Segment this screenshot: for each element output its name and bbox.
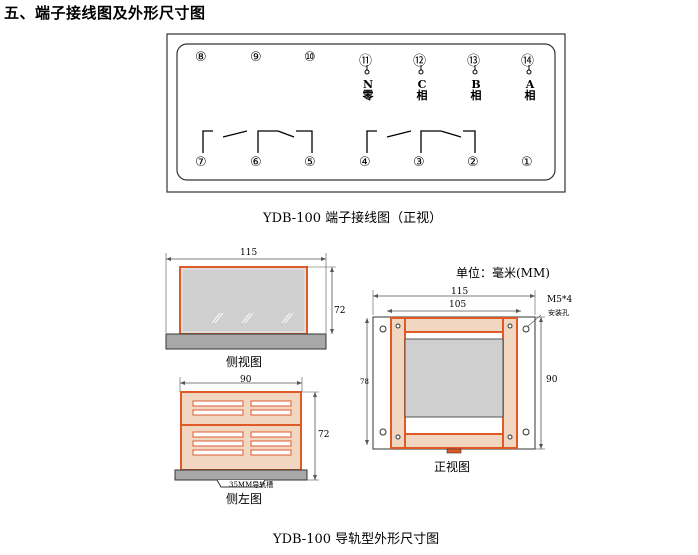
terminal-caption: YDB-100 端子接线图（正视） (263, 211, 443, 226)
label-b: B 相 (470, 79, 482, 101)
terminal-9: ⑨ (250, 50, 262, 65)
pin-11 (364, 69, 370, 75)
terminal-6: ⑥ (250, 155, 262, 170)
label-a-top: A (525, 78, 535, 91)
contact-3 (420, 130, 441, 153)
rail-slot-label: 35MM导轨槽 (229, 481, 274, 489)
contact-7 (202, 130, 213, 153)
terminal-13: ⑬ (467, 54, 481, 69)
terminal-10: ⑩ (304, 50, 316, 65)
label-n-top: N (362, 78, 374, 91)
terminal-8: ⑧ (195, 50, 207, 65)
label-n: N 零 (362, 79, 374, 101)
side-view-caption: 侧视图 (226, 355, 263, 369)
section-heading: 五、端子接线图及外形尺寸图 (4, 4, 206, 22)
label-a-bottom: 相 (524, 89, 536, 102)
contact-2 (463, 130, 476, 153)
contact-arm-left-a (222, 130, 248, 138)
terminal-5: ⑤ (304, 155, 316, 170)
pin-13 (472, 69, 478, 75)
inner-frame (176, 43, 556, 181)
contact-5 (296, 130, 313, 153)
terminal-7: ⑦ (195, 155, 207, 170)
left-width-dim: 90 (240, 375, 252, 385)
terminal-4: ④ (359, 155, 371, 170)
unit-label: 单位：毫米(MM) (456, 266, 550, 280)
label-c-bottom: 相 (416, 89, 428, 102)
left-view-caption: 侧左图 (226, 492, 263, 506)
hole-desc-label: 安装孔 (548, 309, 569, 317)
terminal-1: ① (521, 155, 533, 170)
contact-arm-right-a (386, 130, 412, 138)
pin-14 (526, 69, 532, 75)
side-height-dim: 72 (334, 306, 346, 316)
contact-arm-right-b (440, 130, 462, 138)
dimensions-caption: YDB-100 导轨型外形尺寸图 (273, 532, 440, 547)
terminal-2: ② (467, 155, 479, 170)
contact-6 (257, 130, 278, 153)
terminal-3: ③ (413, 155, 425, 170)
label-c: C 相 (416, 79, 428, 101)
label-a: A 相 (524, 79, 536, 101)
front-view-drawing (365, 290, 545, 454)
label-b-top: B (471, 78, 481, 91)
label-b-bottom: 相 (470, 89, 482, 102)
front-view-caption: 正视图 (434, 460, 471, 474)
side-view-drawing (165, 253, 336, 350)
front-width-inner-dim: 105 (449, 300, 467, 310)
terminal-14: ⑭ (521, 54, 535, 69)
label-c-top: C (417, 78, 427, 91)
front-width-outer-dim: 115 (451, 287, 469, 297)
side-width-dim: 115 (240, 248, 258, 258)
contact-4 (366, 130, 377, 153)
terminal-11: ⑪ (359, 54, 373, 69)
left-height-dim: 72 (318, 430, 330, 440)
terminal-diagram (166, 33, 566, 193)
front-height-inner-dim: 78 (360, 378, 369, 386)
contact-arm-left-b (277, 130, 295, 138)
hole-spec-label: M5*4 (547, 295, 573, 305)
left-view-drawing (174, 377, 319, 488)
terminal-12: ⑫ (413, 54, 427, 69)
label-n-bottom: 零 (362, 89, 374, 102)
front-height-outer-dim: 90 (546, 375, 558, 385)
pin-12 (418, 69, 424, 75)
